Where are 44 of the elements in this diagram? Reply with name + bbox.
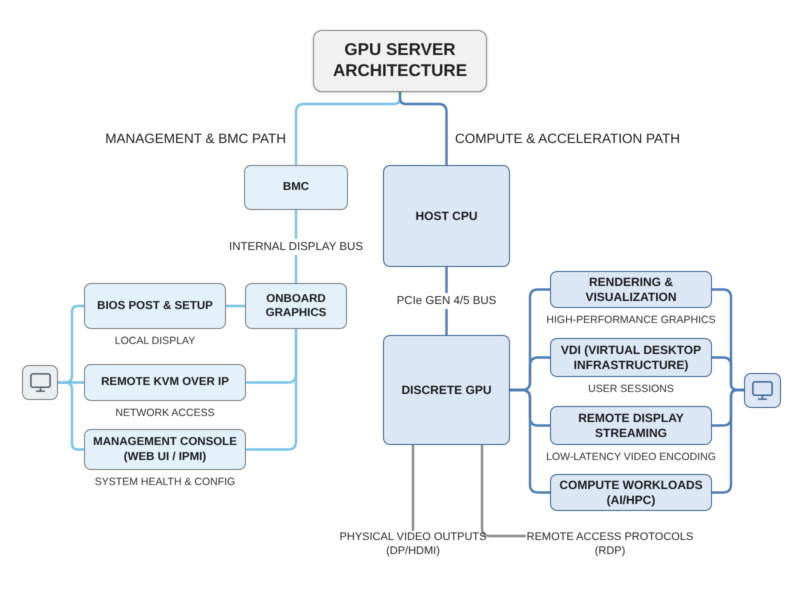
- component-label: DISCRETE GPU: [401, 382, 492, 398]
- component-box: [383, 165, 510, 267]
- output-label: REMOTE ACCESS PROTOCOLS (RDP): [525, 530, 695, 559]
- caption-text: LOW-LATENCY VIDEO ENCODING: [546, 451, 716, 464]
- component-box: [383, 335, 510, 445]
- monitor-icon: [22, 365, 58, 400]
- monitor-icon: [744, 373, 781, 408]
- component-box: [84, 364, 246, 401]
- connector: [508, 388, 552, 494]
- component-label: BMC: [282, 180, 310, 194]
- caption-text: SYSTEM HEALTH & CONFIG: [94, 476, 236, 489]
- component-label: REMOTE KVM OVER IP: [101, 375, 229, 390]
- component-label: REMOTE DISPLAY STREAMING: [577, 410, 685, 440]
- path-heading: MANAGEMENT & BMC PATH: [105, 130, 286, 147]
- component-label: HOST CPU: [415, 208, 478, 224]
- connector: [224, 304, 246, 308]
- component-box: [550, 406, 712, 445]
- component-label: COMPUTE WORKLOADS (AI/HPC): [558, 478, 704, 508]
- component-label: VDI (VIRTUAL DESKTOP INFRASTRUCTURE): [560, 342, 702, 372]
- caption-text: NETWORK ACCESS: [115, 407, 215, 420]
- connector: [398, 90, 448, 166]
- connector: [710, 388, 746, 494]
- connector: [480, 444, 526, 538]
- connector: [244, 328, 298, 451]
- component-box: [84, 429, 246, 470]
- connector: [56, 381, 86, 451]
- component-label: MANAGEMENT CONSOLE (WEB UI / IPMI): [92, 435, 238, 464]
- connector: [412, 444, 414, 532]
- title-text: GPU SERVER ARCHITECTURE: [332, 40, 468, 82]
- component-box: [244, 165, 348, 210]
- component-label: ONBOARD GRAPHICS: [264, 292, 328, 320]
- caption-text: LOCAL DISPLAY: [114, 335, 196, 348]
- component-box: [245, 283, 347, 329]
- component-box: [84, 283, 226, 329]
- path-heading: COMPUTE & ACCELERATION PATH: [455, 130, 680, 147]
- component-box: [550, 338, 712, 377]
- caption-text: USER SESSIONS: [588, 383, 674, 396]
- component-box: [550, 474, 712, 511]
- component-label: BIOS POST & SETUP: [97, 298, 213, 313]
- title-box: [313, 30, 487, 92]
- component-box: [550, 271, 712, 308]
- output-label: PHYSICAL VIDEO OUTPUTS (DP/HDMI): [328, 530, 498, 559]
- component-label: RENDERING & VISUALIZATION: [584, 274, 678, 304]
- caption-text: HIGH-PERFORMANCE GRAPHICS: [546, 314, 716, 327]
